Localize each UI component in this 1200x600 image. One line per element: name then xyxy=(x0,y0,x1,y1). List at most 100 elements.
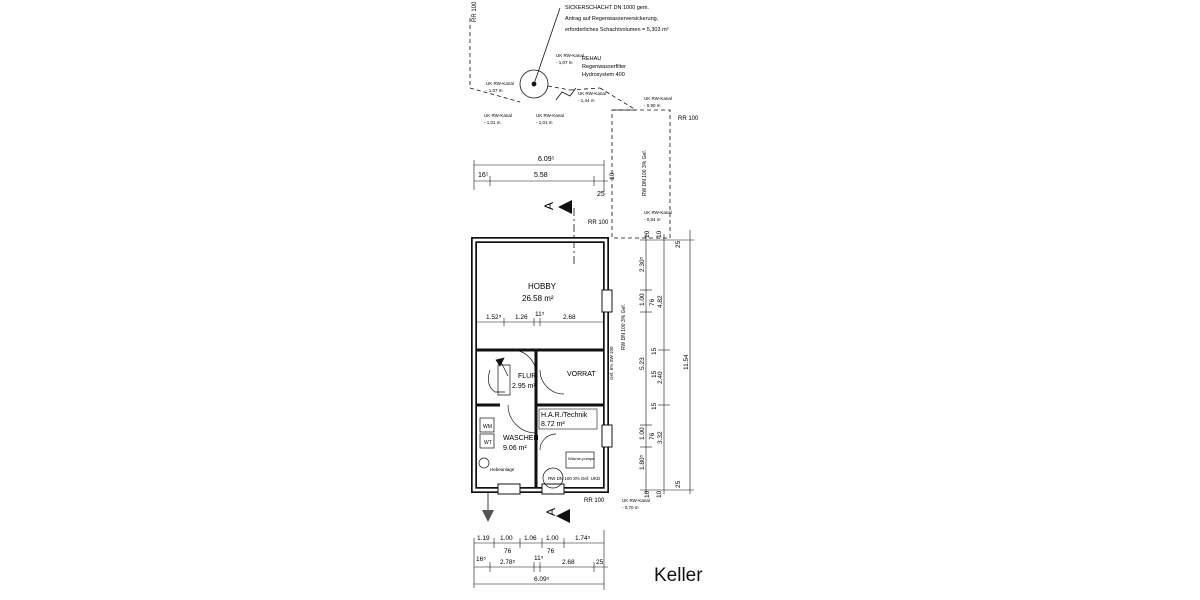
room-labels: HOBBY 26.58 m² FLUR 2.95 m² VORRAT H.A.R… xyxy=(503,282,598,452)
dim-label: 10 xyxy=(656,490,663,498)
room-waschen-area: 9.06 m² xyxy=(503,445,527,452)
bottom-dim-labels: 1.19 1.00 1.06 1.00 1.74⁵ 76 76 16⁵ 2.78… xyxy=(476,535,604,583)
hebeanlage-label: Hebeanlage xyxy=(490,467,515,472)
rehau-note-1: REHAU xyxy=(582,56,601,62)
dim-label: 1.52⁵ xyxy=(486,314,502,321)
dim-label: 1.00 xyxy=(546,535,559,542)
uk-label: UK RW-Kanal xyxy=(644,210,672,215)
dim-label: 10 xyxy=(644,490,651,498)
rw-pipe-left: RW DN 100 3% Gef. xyxy=(621,304,627,350)
uk-label: UK RW-Kanal xyxy=(486,81,514,86)
uk-label: UK RW-Kanal xyxy=(484,113,512,118)
room-vorrat-name: VORRAT xyxy=(567,371,596,378)
dim-label: 11⁵ xyxy=(534,555,544,562)
rr100-bottom: RR 100 xyxy=(584,498,605,504)
uk-value: - 1,44 m xyxy=(578,98,595,103)
fixture-labels: WM WT Hebeanlage Wärme-pumpe RW DN 100 3… xyxy=(483,424,601,481)
uk-value: - 0,84 m xyxy=(644,217,661,222)
room-har-name: H.A.R./Technik xyxy=(541,412,588,419)
dim-label: 16⁵ xyxy=(476,556,486,563)
drainage-area xyxy=(469,7,671,239)
rr100-mid: RR 100 xyxy=(588,220,609,226)
rr100-right: RR 100 xyxy=(678,116,699,122)
dim-label: 76 xyxy=(504,548,512,555)
dim-label: 15 xyxy=(651,402,658,410)
dim-label: 10 xyxy=(609,172,616,180)
washer xyxy=(479,417,495,433)
dim-label: 2.78⁵ xyxy=(500,559,516,566)
rr100-top: RR 100 xyxy=(472,1,478,22)
room-hobby-area: 26.58 m² xyxy=(522,294,554,303)
dim-label: 25 xyxy=(675,480,682,488)
top-dim-labels: 6.09⁵ 16⁵ 5.58 25 xyxy=(478,156,605,198)
dim-label: 1.00 xyxy=(500,535,513,542)
dim-label: 1.74⁵ xyxy=(575,535,591,542)
dim-label: 1.26 xyxy=(515,314,528,321)
dim-label: 15 xyxy=(651,347,658,355)
dim-label: 1.19 xyxy=(477,535,490,542)
section-letter: A xyxy=(544,508,558,516)
hebeanlage-icon xyxy=(478,457,490,469)
dim-label: 10 xyxy=(656,230,663,238)
tank-icon xyxy=(542,467,564,489)
sickerschacht-note-2: Antrag auf Regenwasserversickerung, xyxy=(565,16,659,22)
uk-label: UK RW-Kanal xyxy=(578,91,606,96)
dim-label: 11⁵ xyxy=(535,311,545,318)
gef-note: Gef. 6% SW 100 xyxy=(609,346,614,380)
hobby-dimensions xyxy=(477,318,603,326)
sickerschacht-icon xyxy=(519,69,549,99)
dim-label: 25 xyxy=(675,240,682,248)
dim-label: 5.58 xyxy=(534,172,548,179)
uk-value: - 1,07 m xyxy=(486,88,503,93)
uk-label: UK RW-Kanal xyxy=(556,53,584,58)
uk-label: UK RW-Kanal xyxy=(622,498,650,503)
dim-label: 3.32 xyxy=(657,431,664,444)
wt-label: WT xyxy=(484,440,492,446)
room-flur-area: 2.95 m² xyxy=(512,383,536,390)
uk-label: UK RW-Kanal xyxy=(644,96,672,101)
fixtures xyxy=(478,417,595,489)
dim-label: 10 xyxy=(644,230,651,238)
waermepumpe-box xyxy=(565,451,595,469)
walls xyxy=(471,237,609,493)
dim-label: 15 xyxy=(651,370,658,378)
rehau-note-3: Hydrosystem 400 xyxy=(582,72,625,78)
right-dim-labels: 10 10 2.30⁵ 1.00 76 4.82 15 5.23 2.40 11… xyxy=(609,172,690,498)
rw-pipe-right: RW DN 100 3% Gef. xyxy=(642,150,648,196)
right-dimensions xyxy=(640,230,694,494)
room-flur-name: FLUR xyxy=(518,373,536,380)
rehau-note-2: Regenwasserfilter xyxy=(582,64,626,70)
dim-label: 2.68 xyxy=(562,559,575,566)
dim-label: 1.80⁵ xyxy=(639,454,646,470)
section-letter: A xyxy=(542,202,556,210)
dim-label: 6.09⁵ xyxy=(534,576,550,583)
floor-label: Keller xyxy=(654,565,703,586)
sickerschacht-note-3: erforderliches Schachtvolumen = 5,303 m³ xyxy=(565,27,669,33)
dim-label: 1.00 xyxy=(639,293,646,306)
wm-label: WM xyxy=(483,424,492,430)
uk-value: - 1,01 m xyxy=(484,120,501,125)
bottom-dimensions xyxy=(473,530,608,590)
dim-label: 5.23 xyxy=(639,357,646,370)
dim-label: 2.40 xyxy=(657,371,664,384)
section-marker-top: A xyxy=(542,200,572,214)
dim-label: 76 xyxy=(649,432,656,440)
dim-label: 1.00 xyxy=(639,427,646,440)
dim-label: 2.68 xyxy=(563,314,576,321)
uk-value: - 0,70 m xyxy=(622,505,639,510)
dim-label: 76 xyxy=(547,548,555,555)
dim-label: 11.54 xyxy=(683,354,690,370)
top-dimensions xyxy=(473,160,608,192)
waermepumpe-label: Wärme-pumpe xyxy=(568,456,595,461)
drainage-labels: SICKERSCHACHT DN 1000 gem. Antrag auf Re… xyxy=(472,1,699,510)
dim-label: 2.30⁵ xyxy=(639,256,646,272)
uk-value: - 0,90 m xyxy=(644,103,661,108)
dim-label: 25 xyxy=(596,559,604,566)
uk-label: UK RW-Kanal xyxy=(536,113,564,118)
dryer xyxy=(479,433,495,449)
uk-value: - 1,07 m xyxy=(556,60,573,65)
section-marker-bottom: A xyxy=(482,490,570,523)
dim-label: 76 xyxy=(649,298,656,306)
dim-label: 16⁵ xyxy=(478,172,489,179)
